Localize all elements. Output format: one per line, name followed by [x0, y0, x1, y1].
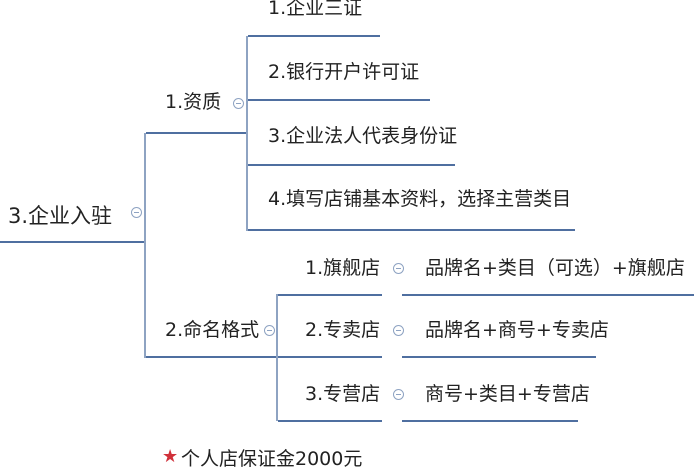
leaf-underline: [278, 420, 382, 422]
leaf-node: 2.专卖店: [305, 319, 381, 341]
leaf-value: 商号+类目+专营店: [425, 383, 590, 405]
value-underline: [402, 356, 596, 358]
leaf-node: 4.填写店铺基本资料，选择主营类目: [268, 188, 572, 210]
collapse-icon[interactable]: [393, 389, 404, 400]
collapse-icon[interactable]: [131, 207, 142, 218]
value-underline: [402, 294, 694, 296]
value-underline: [402, 420, 578, 422]
branch-qualification: 1.资质: [165, 91, 222, 113]
leaf-value: 品牌名+商号+专卖店: [425, 319, 609, 341]
leaf-node: 2.银行开户许可证: [268, 61, 420, 83]
branch-underline: [146, 132, 246, 134]
leaf-node: 3.专营店: [305, 383, 381, 405]
collapse-icon[interactable]: [264, 325, 275, 336]
leaf-underline: [248, 35, 380, 37]
leaf-value: 品牌名+类目（可选）+旗舰店: [425, 257, 685, 279]
deposit-note: 个人店保证金2000元: [181, 448, 363, 470]
branch-underline: [146, 356, 276, 358]
star-icon: ★: [162, 446, 179, 467]
leaf-underline: [278, 294, 382, 296]
branch-bracket: [276, 294, 278, 421]
leaf-underline: [248, 229, 575, 231]
leaf-node: 1.旗舰店: [305, 257, 381, 279]
leaf-node: 3.企业法人代表身份证: [268, 125, 458, 147]
collapse-icon[interactable]: [393, 325, 404, 336]
leaf-underline: [248, 99, 430, 101]
collapse-icon[interactable]: [393, 263, 404, 274]
leaf-underline: [278, 356, 382, 358]
leaf-underline: [248, 164, 455, 166]
collapse-icon[interactable]: [233, 98, 244, 109]
root-underline: [0, 241, 145, 243]
branch-naming-format: 2.命名格式: [165, 319, 260, 341]
root-bracket: [144, 133, 146, 358]
leaf-node: 1.企业三证: [268, 0, 363, 19]
root-node: 3.企业入驻: [8, 204, 113, 228]
branch-bracket: [246, 36, 248, 231]
